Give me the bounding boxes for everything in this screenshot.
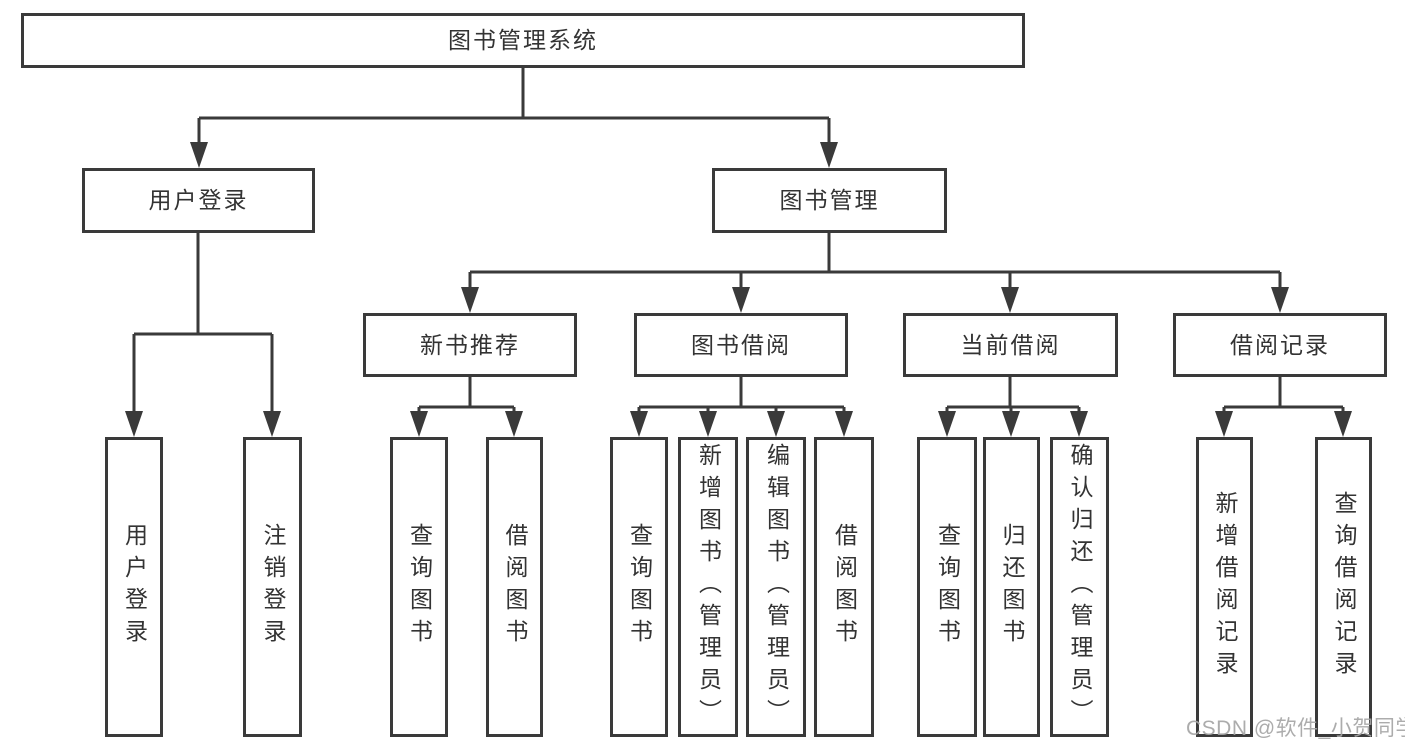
leaf-add-borrow-record: 新增借阅记录	[1196, 437, 1253, 737]
leaf-query-book-current: 查询图书	[917, 437, 977, 737]
node-label: 借阅记录	[1230, 331, 1330, 358]
arrowhead	[505, 411, 523, 437]
node-label: 查询借阅记录	[1331, 491, 1357, 683]
arrowhead	[630, 411, 648, 437]
connector-current-borrow-children	[945, 377, 1081, 413]
node-label: 注销登录	[260, 523, 286, 651]
node-label: 图书管理系统	[448, 27, 598, 53]
arrowhead	[461, 287, 479, 313]
arrowhead	[1215, 411, 1233, 437]
leaf-query-borrow-record: 查询借阅记录	[1315, 437, 1372, 737]
node-label: 查询图书	[934, 523, 961, 651]
leaf-return-book: 归还图书	[983, 437, 1040, 737]
arrowhead	[1334, 411, 1352, 437]
arrowhead	[1001, 287, 1019, 313]
node-user-login: 用户登录	[82, 168, 315, 233]
node-borrow-records: 借阅记录	[1173, 313, 1387, 377]
arrowhead	[263, 411, 281, 437]
node-label: 借阅图书	[502, 523, 528, 651]
arrowhead	[125, 411, 143, 437]
arrowhead	[699, 411, 717, 437]
node-label: 用户登录	[148, 187, 249, 213]
node-label: 归还图书	[999, 523, 1025, 651]
connector-borrow-records-children	[1222, 377, 1345, 413]
leaf-query-book-borrow: 查询图书	[610, 437, 668, 737]
node-label: 编辑图书（管理员）	[763, 443, 790, 731]
node-new-book-recommend: 新书推荐	[363, 313, 577, 377]
node-label: 查询图书	[406, 523, 433, 651]
leaf-borrow-book-recommend: 借阅图书	[486, 437, 543, 737]
node-label: 新增图书（管理员）	[695, 443, 722, 731]
node-book-borrow: 图书借阅	[634, 313, 848, 377]
arrowhead	[1002, 411, 1020, 437]
arrowhead	[938, 411, 956, 437]
leaf-user-login: 用户登录	[105, 437, 163, 737]
connector-new-book-recommend-children	[417, 377, 516, 413]
arrowhead	[732, 287, 750, 313]
node-label: 图书借阅	[691, 331, 791, 358]
leaf-add-book-admin: 新增图书（管理员）	[678, 437, 738, 737]
connector-user-login-children	[132, 233, 274, 413]
node-root-system: 图书管理系统	[21, 13, 1025, 68]
connector-book-management-children	[468, 233, 1282, 289]
arrowhead	[1271, 287, 1289, 313]
arrowhead	[1070, 411, 1088, 437]
leaf-edit-book-admin: 编辑图书（管理员）	[746, 437, 806, 737]
arrowhead	[767, 411, 785, 437]
connector-root-to-level1	[197, 68, 831, 144]
arrowhead	[190, 142, 208, 168]
arrowhead	[820, 142, 838, 168]
node-label: 新增借阅记录	[1212, 491, 1238, 683]
node-label: 用户登录	[121, 523, 148, 651]
node-label: 查询图书	[626, 523, 653, 651]
leaf-confirm-return-admin: 确认归还（管理员）	[1050, 437, 1109, 737]
connector-book-borrow-children	[637, 377, 846, 413]
leaf-borrow-book: 借阅图书	[814, 437, 874, 737]
node-label: 借阅图书	[831, 523, 858, 651]
leaf-logout: 注销登录	[243, 437, 302, 737]
arrowheads	[125, 142, 1352, 437]
arrowhead	[410, 411, 428, 437]
arrowhead	[835, 411, 853, 437]
node-label: 图书管理	[779, 187, 880, 213]
leaf-query-book-recommend: 查询图书	[390, 437, 448, 737]
node-label: 当前借阅	[960, 331, 1061, 358]
node-label: 确认归还（管理员）	[1067, 443, 1093, 731]
node-label: 新书推荐	[420, 331, 520, 358]
node-current-borrow: 当前借阅	[903, 313, 1118, 377]
node-book-management: 图书管理	[712, 168, 947, 233]
